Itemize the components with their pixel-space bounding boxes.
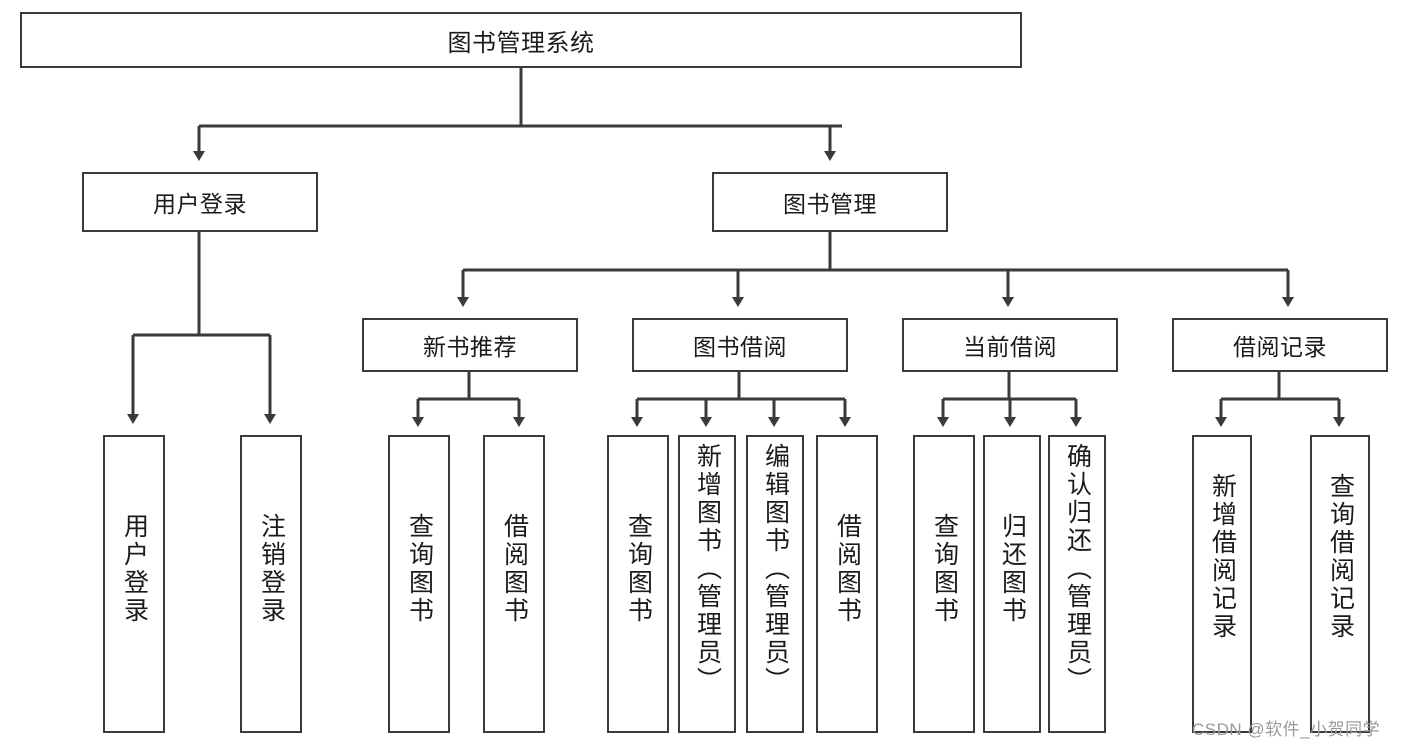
node-new-book-recommend[interactable]: 新书推荐 xyxy=(362,318,578,372)
node-book-borrow-label: 图书借阅 xyxy=(693,334,787,360)
leaf-edit-book-admin-label: 编辑图书（管理员） xyxy=(761,443,790,695)
leaf-borrow-book-1-label: 借阅图书 xyxy=(500,513,529,625)
leaf-add-book-admin-label: 新增图书（管理员） xyxy=(693,443,722,695)
node-user-login[interactable]: 用户登录 xyxy=(82,172,318,232)
node-leaf-query-borrow-record[interactable]: 查询借阅记录 xyxy=(1310,435,1370,733)
node-leaf-borrow-book-2[interactable]: 借阅图书 xyxy=(816,435,878,733)
leaf-confirm-return-admin-label: 确认归还（管理员） xyxy=(1063,443,1092,695)
node-book-management[interactable]: 图书管理 xyxy=(712,172,948,232)
node-leaf-confirm-return-admin[interactable]: 确认归还（管理员） xyxy=(1048,435,1106,733)
node-leaf-return-book[interactable]: 归还图书 xyxy=(983,435,1041,733)
node-borrow-record[interactable]: 借阅记录 xyxy=(1172,318,1388,372)
node-leaf-query-book-1[interactable]: 查询图书 xyxy=(388,435,450,733)
leaf-borrow-book-2-label: 借阅图书 xyxy=(833,513,862,625)
leaf-query-borrow-record-label: 查询借阅记录 xyxy=(1326,473,1355,641)
node-leaf-user-login[interactable]: 用户登录 xyxy=(103,435,165,733)
node-leaf-logout-login[interactable]: 注销登录 xyxy=(240,435,302,733)
node-leaf-add-borrow-record[interactable]: 新增借阅记录 xyxy=(1192,435,1252,733)
node-leaf-query-book-2[interactable]: 查询图书 xyxy=(607,435,669,733)
node-book-borrow[interactable]: 图书借阅 xyxy=(632,318,848,372)
node-user-login-label: 用户登录 xyxy=(153,191,247,217)
node-root-label: 图书管理系统 xyxy=(447,29,595,57)
node-leaf-borrow-book-1[interactable]: 借阅图书 xyxy=(483,435,545,733)
leaf-query-book-3-label: 查询图书 xyxy=(930,513,959,625)
node-leaf-query-book-3[interactable]: 查询图书 xyxy=(913,435,975,733)
node-leaf-add-book-admin[interactable]: 新增图书（管理员） xyxy=(678,435,736,733)
leaf-logout-login-label: 注销登录 xyxy=(257,513,286,625)
node-root[interactable]: 图书管理系统 xyxy=(20,12,1022,68)
node-new-book-recommend-label: 新书推荐 xyxy=(423,334,517,360)
node-borrow-record-label: 借阅记录 xyxy=(1233,334,1327,360)
leaf-query-book-1-label: 查询图书 xyxy=(405,513,434,625)
node-current-borrow[interactable]: 当前借阅 xyxy=(902,318,1118,372)
watermark: CSDN @软件_小贺同学 xyxy=(1192,720,1381,739)
leaf-user-login-label: 用户登录 xyxy=(120,513,149,625)
node-book-management-label: 图书管理 xyxy=(783,191,877,217)
node-leaf-edit-book-admin[interactable]: 编辑图书（管理员） xyxy=(746,435,804,733)
leaf-add-borrow-record-label: 新增借阅记录 xyxy=(1208,473,1237,641)
leaf-return-book-label: 归还图书 xyxy=(998,513,1027,625)
leaf-query-book-2-label: 查询图书 xyxy=(624,513,653,625)
node-current-borrow-label: 当前借阅 xyxy=(963,334,1057,360)
